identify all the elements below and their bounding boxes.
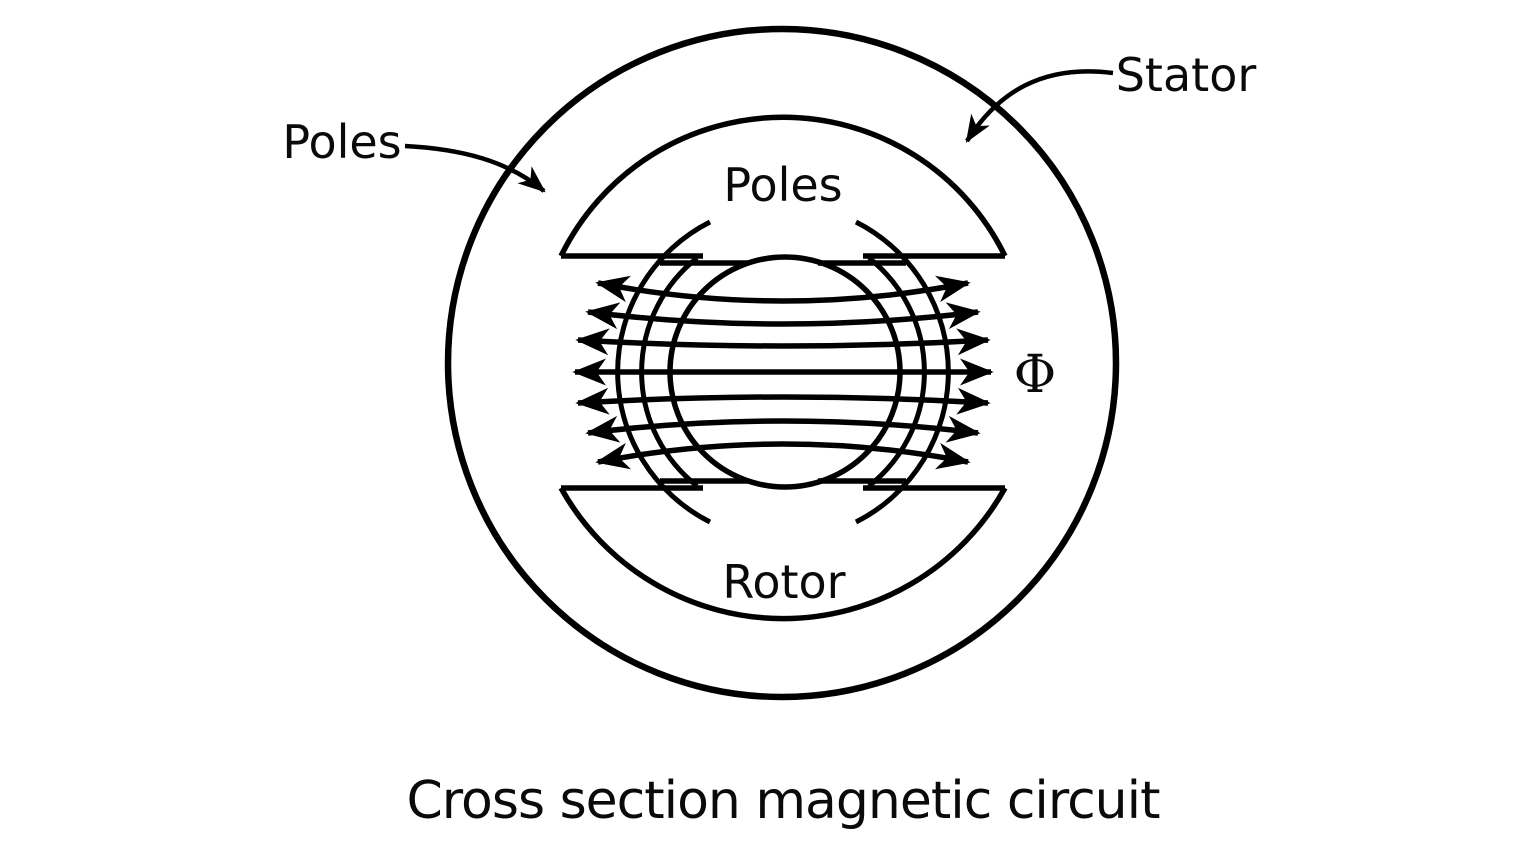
flux-phi-symbol: Φ bbox=[1014, 345, 1057, 405]
stator-callout-arrow bbox=[965, 69, 1114, 143]
poles-callout-arrow bbox=[404, 143, 546, 193]
top-pole-dome bbox=[558, 114, 1008, 258]
bottom-pole bbox=[558, 478, 1008, 622]
flux-line-2 bbox=[585, 302, 981, 330]
poles-inner-label: Poles bbox=[723, 158, 842, 212]
flux-line-7 bbox=[595, 441, 971, 470]
flux-line-6 bbox=[585, 415, 981, 443]
poles-callout-label: Poles bbox=[282, 115, 401, 169]
flux-line-5 bbox=[575, 387, 991, 415]
rotor-inner-label: Rotor bbox=[722, 555, 845, 609]
flux-line-1 bbox=[595, 275, 971, 304]
flux-line-3 bbox=[575, 328, 991, 356]
diagram-caption: Cross section magnetic circuit bbox=[407, 771, 1161, 831]
stator-ring bbox=[444, 25, 1120, 701]
stator-callout-label: Stator bbox=[1116, 48, 1257, 102]
top-pole bbox=[558, 114, 1008, 266]
flux-lines bbox=[572, 275, 994, 470]
bottom-pole-dome bbox=[558, 486, 1008, 622]
